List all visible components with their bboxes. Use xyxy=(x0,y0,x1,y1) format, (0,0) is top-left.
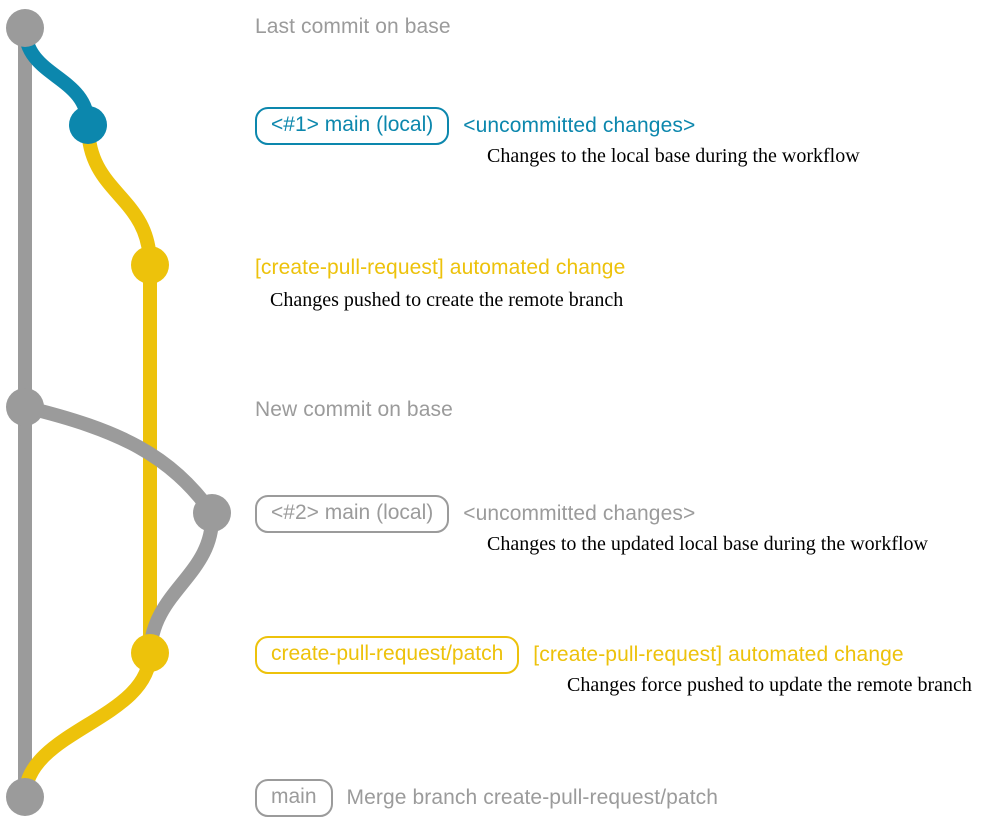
edge-base2-to-local2 xyxy=(18,400,219,520)
commit-row-automated-commit-1: [create-pull-request] automated change xyxy=(255,251,625,285)
branch-badge-main-local-1[interactable]: <#1> main (local) xyxy=(255,107,450,145)
commit-row-automated-commit-2: create-pull-request/patch [create-pull-r… xyxy=(255,636,904,674)
commit-row-local-commit-2: <#2> main (local) <uncommitted changes> xyxy=(255,495,696,533)
commit-row-local-commit-1: <#1> main (local) <uncommitted changes> xyxy=(255,107,696,145)
commit-description-automated-commit-1: Changes pushed to create the remote bran… xyxy=(270,289,624,311)
node-base-commit-2 xyxy=(6,388,44,426)
commit-subject: [create-pull-request] automated change xyxy=(533,643,904,666)
commit-subject: <uncommitted changes> xyxy=(463,114,696,137)
edge-automated2-to-merge xyxy=(18,646,157,804)
commit-description-local-commit-2: Changes to the updated local base during… xyxy=(487,533,928,555)
commit-subject: <uncommitted changes> xyxy=(463,502,696,525)
commit-subject: Merge branch create-pull-request/patch xyxy=(346,786,719,809)
edge-local1-to-automated1 xyxy=(81,118,157,272)
branch-badge-main[interactable]: main xyxy=(255,779,333,817)
edge-local2-to-automated2 xyxy=(143,506,220,660)
commit-description-local-commit-1: Changes to the local base during the wor… xyxy=(487,145,860,167)
branch-badge-create-pull-request-patch[interactable]: create-pull-request/patch xyxy=(255,636,520,674)
node-automated-commit-1 xyxy=(131,246,169,284)
commit-subject: New commit on base xyxy=(255,398,453,421)
commit-row-last-commit-on-base: Last commit on base xyxy=(255,10,451,44)
commit-subject: [create-pull-request] automated change xyxy=(255,256,626,279)
commit-subject: Last commit on base xyxy=(255,15,451,38)
commit-description-automated-commit-2: Changes force pushed to update the remot… xyxy=(567,674,972,696)
node-base-commit-1 xyxy=(6,9,44,47)
branch-badge-main-local-2[interactable]: <#2> main (local) xyxy=(255,495,450,533)
node-local-commit-2 xyxy=(193,494,231,532)
node-local-commit-1 xyxy=(69,106,107,144)
node-merge-commit xyxy=(6,778,44,816)
commit-row-merge-commit: main Merge branch create-pull-request/pa… xyxy=(255,779,719,817)
commit-row-new-commit-on-base: New commit on base xyxy=(255,393,453,427)
node-automated-commit-2 xyxy=(131,634,169,672)
